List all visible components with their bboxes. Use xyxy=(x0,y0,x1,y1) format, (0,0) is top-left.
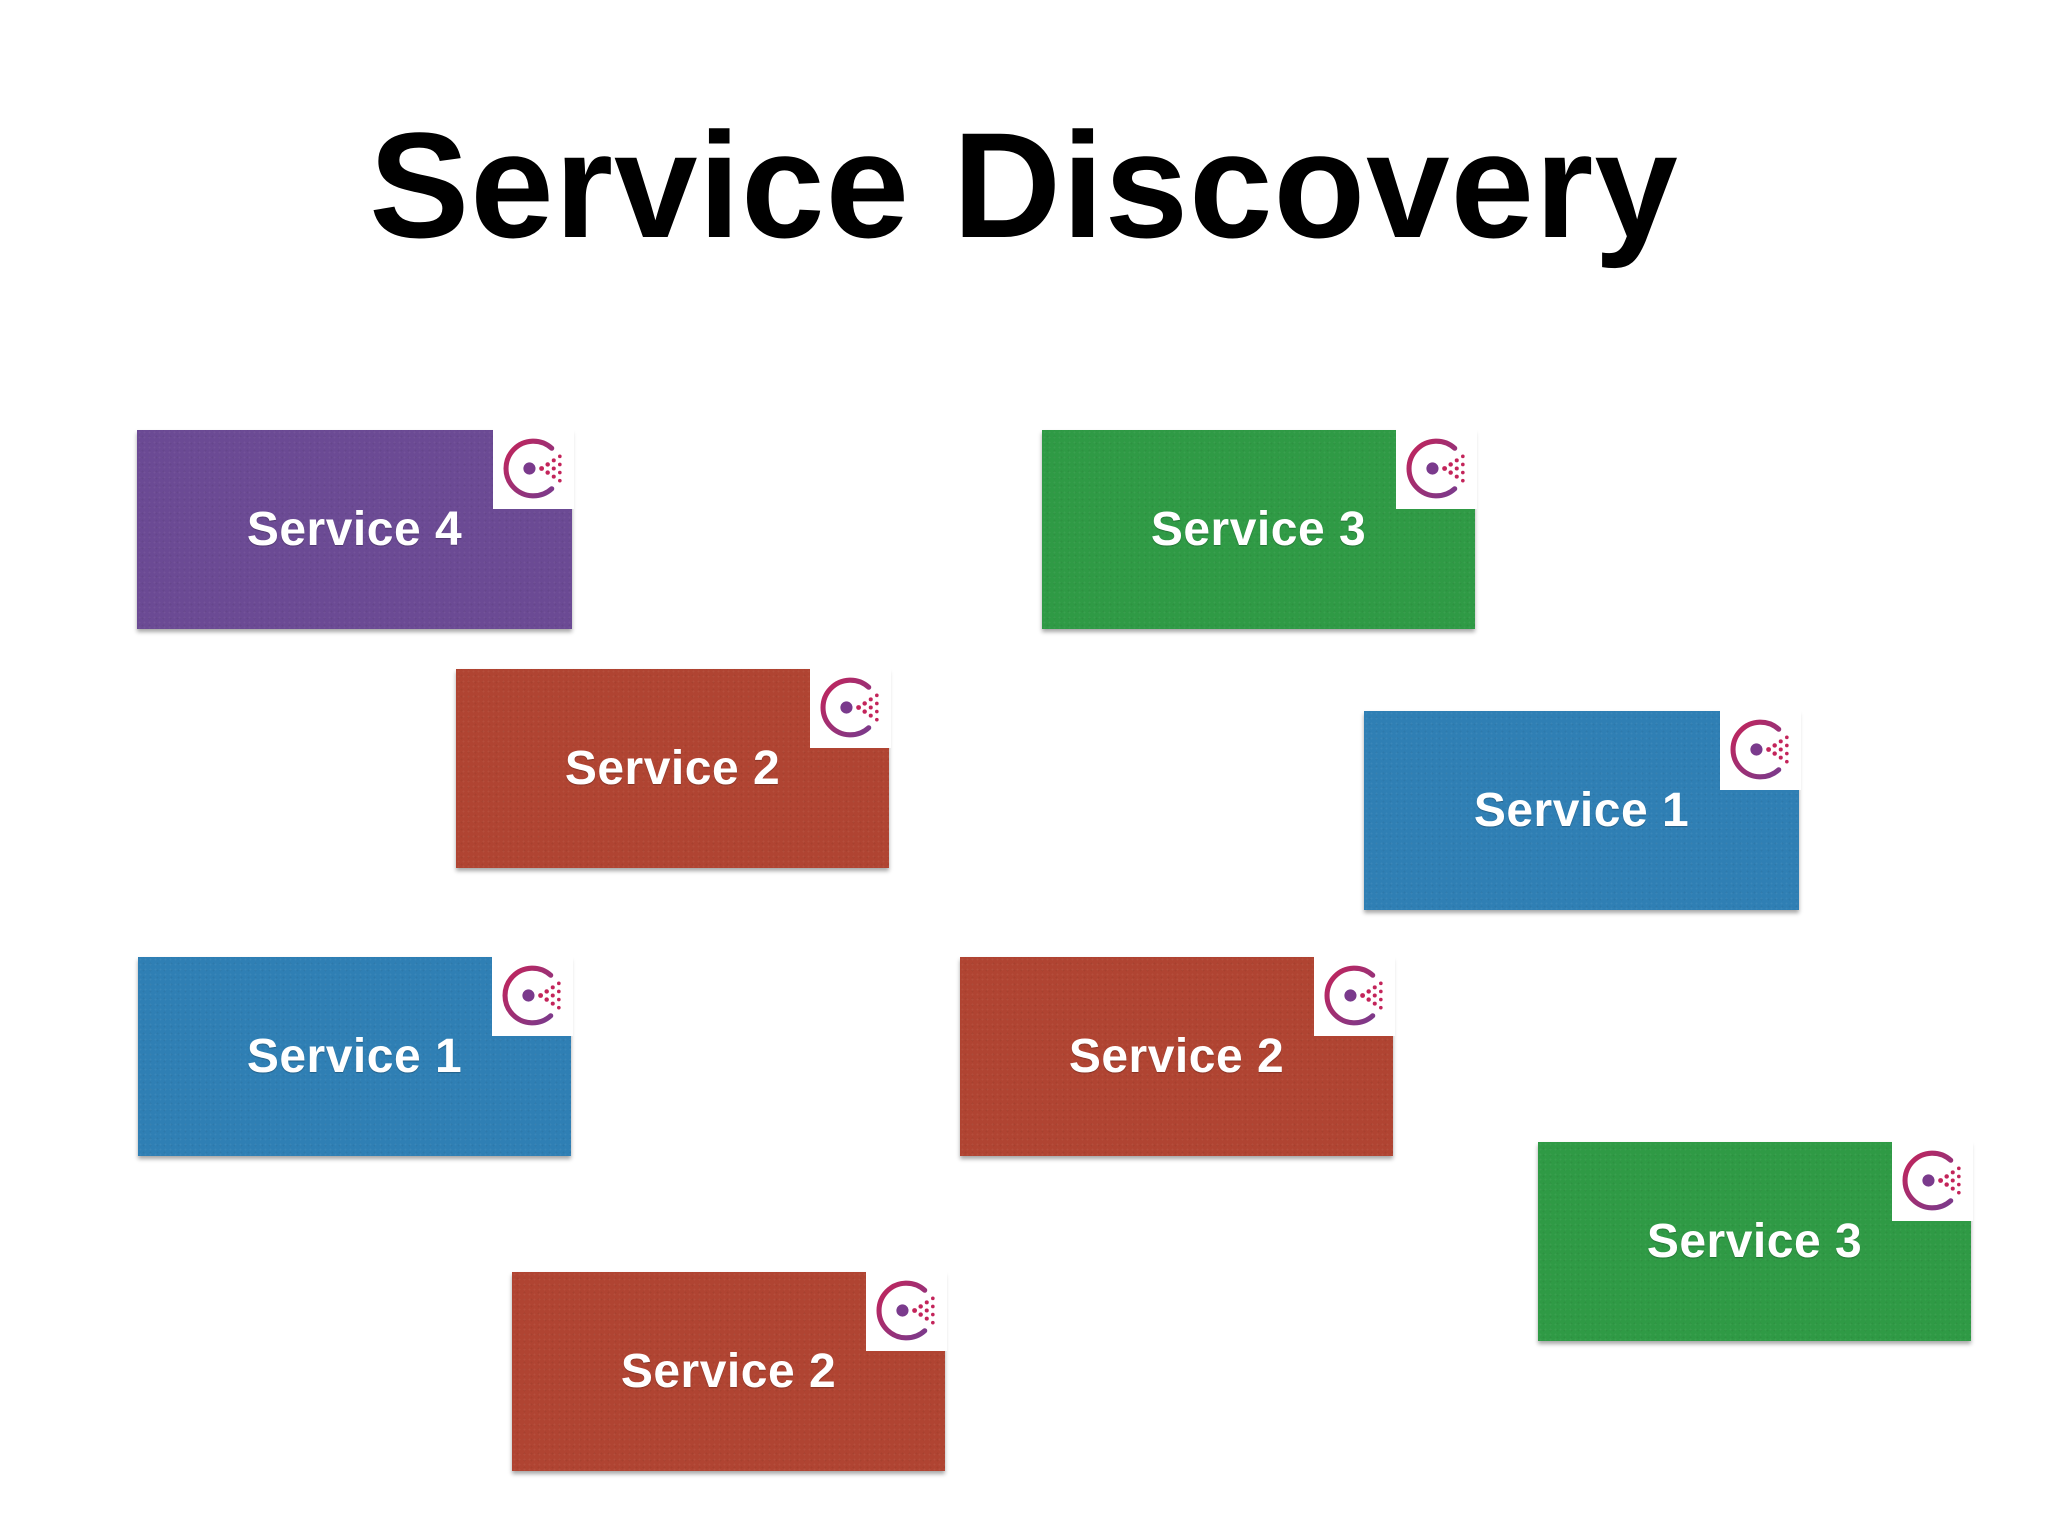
service-label: Service 4 xyxy=(246,503,463,556)
service-label: Service 3 xyxy=(1150,503,1367,556)
consul-logo-icon xyxy=(1892,1140,1973,1221)
service-card: Service 4 xyxy=(137,428,574,629)
consul-logo-svg xyxy=(503,438,562,499)
service-label: Service 1 xyxy=(246,1030,463,1083)
consul-logo-svg xyxy=(1324,965,1383,1026)
service-label: Service 2 xyxy=(620,1345,837,1398)
page-title: Service Discovery xyxy=(369,101,1679,269)
service-label: Service 3 xyxy=(1646,1215,1863,1268)
consul-logo-svg xyxy=(1902,1150,1961,1211)
consul-logo-icon xyxy=(1314,955,1395,1036)
consul-logo-icon xyxy=(866,1270,947,1351)
consul-logo-icon xyxy=(493,428,574,509)
consul-logo-svg xyxy=(1406,438,1465,499)
consul-logo-svg xyxy=(876,1280,935,1341)
service-card: Service 3 xyxy=(1538,1140,1973,1341)
consul-logo-icon xyxy=(1396,428,1477,509)
consul-logo-svg xyxy=(502,965,561,1026)
service-label: Service 2 xyxy=(1068,1030,1285,1083)
consul-logo-svg xyxy=(1730,719,1789,780)
service-card: Service 1 xyxy=(1364,709,1801,910)
service-label: Service 1 xyxy=(1473,784,1690,837)
service-card: Service 2 xyxy=(512,1270,947,1471)
service-card: Service 2 xyxy=(960,955,1395,1156)
service-card: Service 3 xyxy=(1042,428,1477,629)
consul-logo-icon xyxy=(492,955,573,1036)
consul-logo-svg xyxy=(820,677,879,738)
service-card: Service 2 xyxy=(456,667,891,868)
service-label: Service 2 xyxy=(564,742,781,795)
consul-logo-icon xyxy=(1720,709,1801,790)
consul-logo-icon xyxy=(810,667,891,748)
service-card: Service 1 xyxy=(138,955,573,1156)
